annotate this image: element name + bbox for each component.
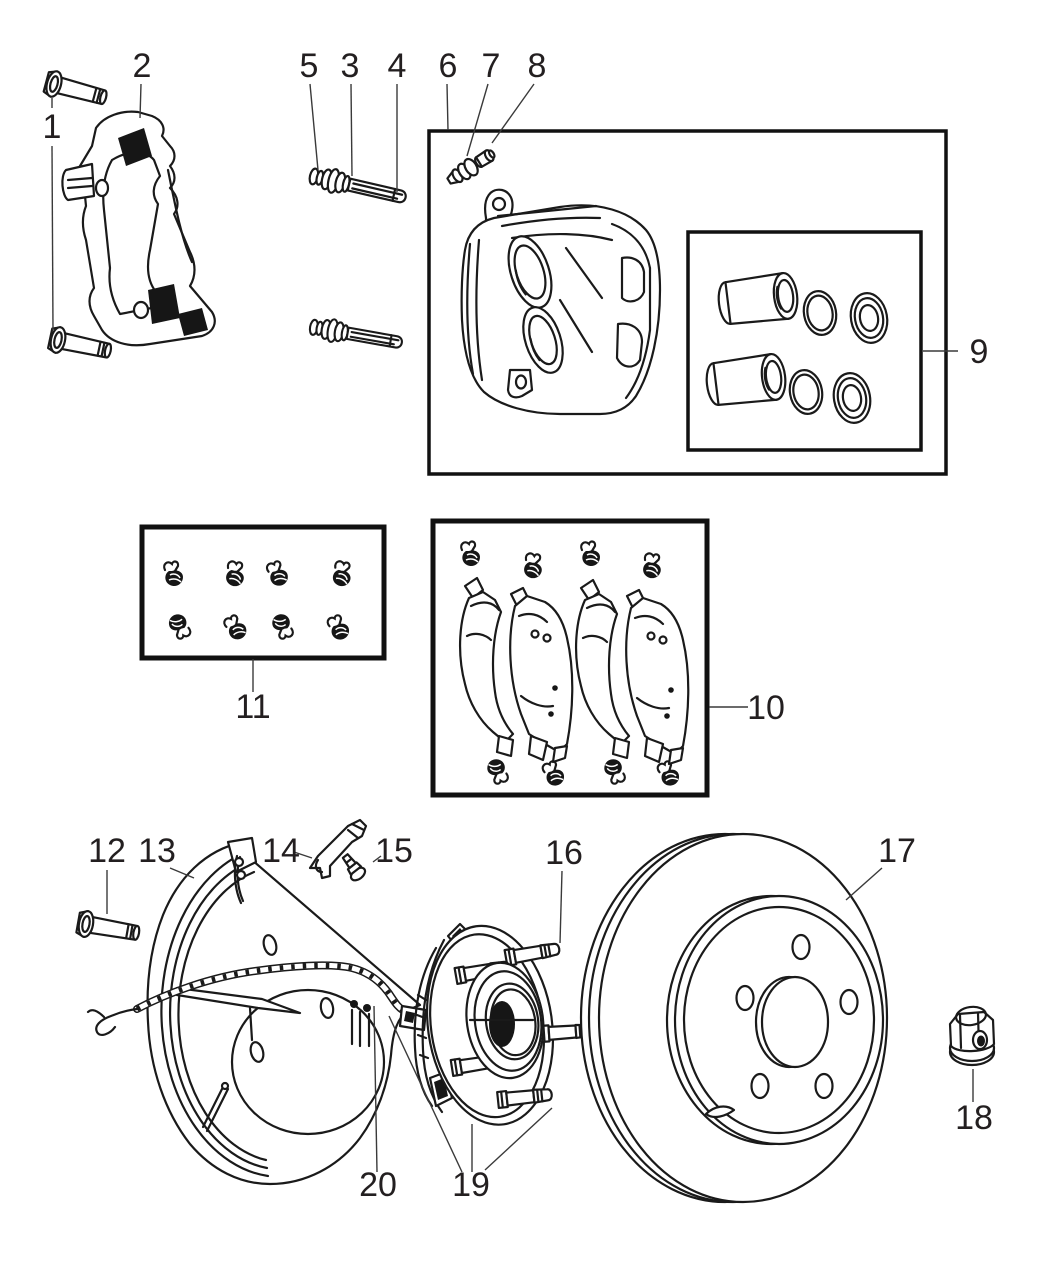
- callout-8: 8: [528, 47, 547, 85]
- callout-5: 5: [300, 47, 319, 85]
- guide-pin-lower: [307, 314, 405, 356]
- callout-7: 7: [482, 47, 501, 85]
- callout-14: 14: [262, 832, 300, 870]
- callout-4: 4: [388, 47, 407, 85]
- callout-18: 18: [955, 1099, 993, 1137]
- callout-9: 9: [970, 333, 989, 371]
- clip-kit-box: [139, 524, 387, 661]
- caliper-adapter-bracket: [61, 110, 216, 347]
- callout-19: 19: [452, 1166, 490, 1204]
- splash-shield: [146, 836, 422, 1186]
- guide-pin-upper: [306, 162, 410, 211]
- bleeder-cap: [474, 149, 496, 169]
- callout-13: 13: [138, 832, 176, 870]
- hub-nut: [948, 1005, 996, 1067]
- callout-20: 20: [359, 1166, 397, 1204]
- adapter-bolt-upper: [41, 68, 111, 112]
- callout-12: 12: [88, 832, 126, 870]
- hub-and-bearing: [413, 922, 596, 1126]
- callout-1: 1: [43, 108, 62, 146]
- sensor-bracket: [308, 818, 368, 880]
- callout-15: 15: [375, 832, 413, 870]
- callout-10: 10: [747, 689, 785, 727]
- piston-seal-kit-box: [686, 230, 923, 452]
- wheel-speed-sensor: [86, 961, 428, 1048]
- shield-bolt: [74, 908, 143, 948]
- leader-lines: [51, 83, 974, 1173]
- clip-kit-contents: [163, 558, 357, 644]
- piston-seal-kit: [705, 271, 889, 424]
- callout-17: 17: [878, 832, 916, 870]
- brake-rotor: [579, 832, 889, 1204]
- callout-6: 6: [439, 47, 458, 85]
- callout-16: 16: [545, 834, 583, 872]
- callout-2: 2: [133, 47, 152, 85]
- caliper-assembly-box: [427, 129, 948, 476]
- callout-11: 11: [235, 688, 270, 726]
- pad-kit-contents: [458, 540, 690, 789]
- pad-kit-box: [430, 518, 710, 798]
- callout-3: 3: [341, 47, 360, 85]
- brake-caliper: [460, 188, 662, 416]
- bracket-screw: [341, 853, 367, 882]
